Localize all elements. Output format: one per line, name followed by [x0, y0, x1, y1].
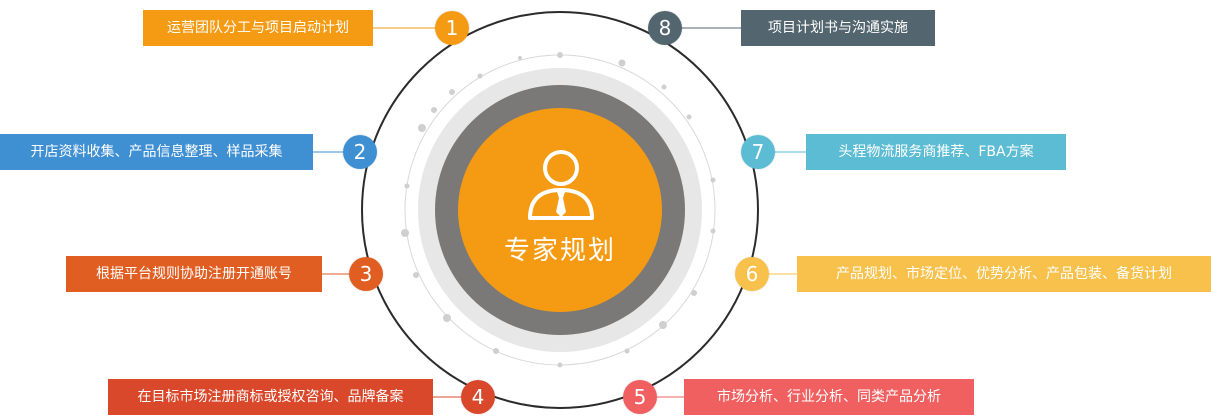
step-4-label[interactable]: 在目标市场注册商标或授权咨询、品牌备案 — [108, 379, 433, 415]
step-2-label[interactable]: 开店资料收集、产品信息整理、样品采集 — [0, 134, 313, 170]
step-3-label[interactable]: 根据平台规则协助注册开通账号 — [66, 256, 322, 292]
ring-dots — [401, 52, 716, 368]
step-1-badge[interactable]: 1 — [435, 11, 469, 45]
step-8-label[interactable]: 项目计划书与沟通实施 — [741, 10, 935, 46]
step-7-badge[interactable]: 7 — [741, 135, 775, 169]
person-icon — [528, 150, 594, 220]
step-7-label[interactable]: 头程物流服务商推荐、FBA方案 — [806, 134, 1066, 170]
step-8-badge[interactable]: 8 — [648, 11, 682, 45]
step-6-badge[interactable]: 6 — [735, 257, 769, 291]
step-4-badge[interactable]: 4 — [461, 380, 495, 414]
step-6-label[interactable]: 产品规划、市场定位、优势分析、产品包装、备货计划 — [797, 256, 1211, 292]
step-3-badge[interactable]: 3 — [349, 257, 383, 291]
step-5-badge[interactable]: 5 — [623, 380, 657, 414]
outer-ring — [361, 11, 759, 409]
step-5-label[interactable]: 市场分析、行业分析、同类产品分析 — [684, 379, 974, 415]
step-2-badge[interactable]: 2 — [343, 135, 377, 169]
step-1-label[interactable]: 运营团队分工与项目启动计划 — [143, 10, 373, 46]
center-title: 专家规划 — [503, 236, 616, 266]
